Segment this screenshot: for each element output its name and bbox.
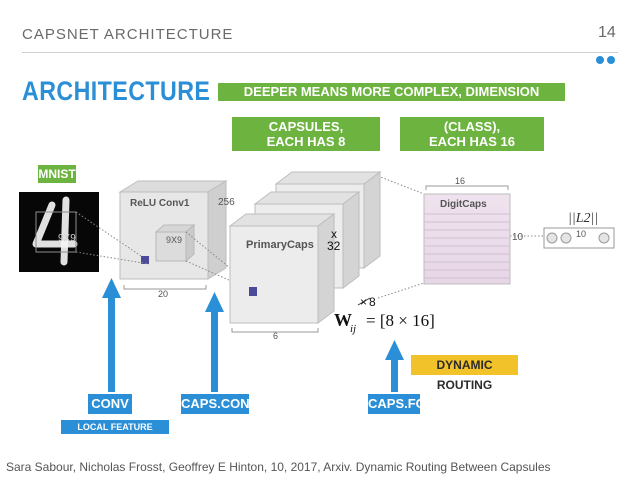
- primary-count-label: 32: [327, 239, 341, 253]
- relu-width-label: 20: [158, 289, 168, 299]
- input-kernel-label: 9X9: [58, 233, 76, 244]
- mnist-input-image: 9X9: [19, 192, 99, 272]
- note-primary-caps: 6*6*32=1152 CAPSULES, EACH HAS 8 PROPERT…: [232, 104, 380, 164]
- relu-conv1-label: ReLU Conv1: [130, 198, 190, 209]
- digit-caps-rows: [424, 213, 510, 279]
- dynamic-routing-label: DYNAMIC ROUTING: [411, 355, 518, 392]
- nav-dot-2: [607, 56, 615, 64]
- digit-count-label: 10: [512, 232, 524, 243]
- conv-arrow-shaft: [108, 296, 115, 392]
- digit-caps-block: 16 DigitCaps 10: [423, 176, 524, 285]
- norm-label: ||L2||: [568, 211, 598, 226]
- note-digit-caps: 10 CAPSULES (CLASS), EACH HAS 16 PROPERT…: [400, 104, 544, 164]
- note-digit-line2: EACH HAS 16 PROPERTIES: [429, 134, 515, 164]
- digit-caps-label: DigitCaps: [440, 199, 487, 210]
- page-number: 14: [598, 24, 616, 41]
- norm-output: ||L2|| 10: [543, 211, 615, 249]
- primary-width-label: 6: [273, 331, 278, 341]
- note-digit-line1: 10 CAPSULES (CLASS),: [427, 104, 517, 134]
- weight-symbol: W: [334, 310, 352, 330]
- weight-formula: W ij = [8 × 16]: [334, 310, 435, 335]
- caps-fc-label: CAPS.FC: [368, 394, 425, 414]
- digit-dim-label: 16: [455, 176, 465, 186]
- primary-caps-label: PrimaryCaps: [246, 239, 314, 251]
- local-feature-label: LOCAL FEATURE DETECTION: [61, 420, 169, 446]
- citation-footer: Sara Sabour, Nicholas Frosst, Geoffrey E…: [6, 460, 551, 474]
- note-primary-line1: 6*6*32=1152 CAPSULES,: [268, 104, 344, 134]
- conv-arrow-head: [102, 278, 121, 298]
- capsfc-arrow-head: [385, 340, 404, 360]
- primary-dim-label: 8: [369, 295, 376, 309]
- primary-caps-block: PrimaryCaps 6 x 32 × 8: [228, 171, 382, 341]
- mnist-label: MNIST: [38, 165, 76, 183]
- section-label: CAPSNET ARCHITECTURE: [22, 26, 234, 43]
- note-deeper: DEEPER MEANS MORE COMPLEX, DIMENSION SHO…: [218, 83, 565, 117]
- caps-conv-label: CAPS.CONV: [181, 394, 258, 414]
- relu-kernel-label: 9X9: [166, 235, 182, 245]
- nav-dot-1: [596, 56, 604, 64]
- conv-label: CONV: [88, 394, 132, 414]
- note-primary-line2: EACH HAS 8 PROPERTIES: [264, 134, 348, 164]
- svg-text:×: ×: [360, 295, 367, 309]
- page-title: ARCHITECTURE: [22, 76, 211, 106]
- relu-depth-label: 256: [218, 197, 235, 208]
- weight-shape: = [8 × 16]: [366, 311, 435, 330]
- layer-arrows: [102, 278, 404, 392]
- relu-conv1-block: ReLU Conv1 256 9X9 20: [118, 180, 235, 299]
- weight-subscript: ij: [350, 323, 356, 335]
- header-divider: [22, 52, 618, 53]
- capsfc-arrow-shaft: [391, 358, 398, 392]
- primary-x-label: x: [331, 227, 337, 241]
- norm-count-label: 10: [576, 229, 586, 239]
- capsconv-arrow-head: [205, 292, 224, 312]
- capsconv-arrow-shaft: [211, 310, 218, 392]
